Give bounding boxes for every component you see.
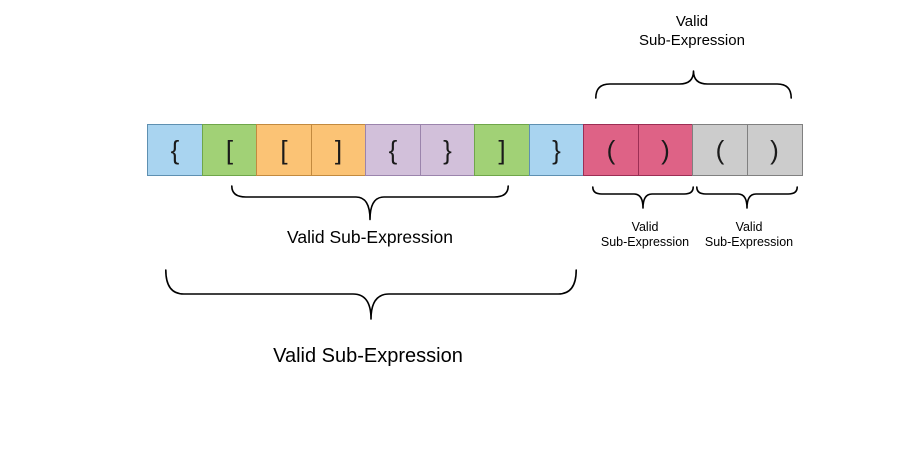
label-top-line2: Sub-Expression [639,32,745,49]
bracket-cell-purple: { [365,124,421,176]
over-brace-path [595,70,792,99]
under-brace-pink-path [592,186,694,209]
bracket-cell-green: ] [474,124,530,176]
bracket-cell-blue: { [147,124,203,176]
bracket-cell-pink: ( [583,124,639,176]
label-top-line1: Valid [675,13,709,30]
bracket-cell-green: [ [201,124,258,176]
bracket-cell-purple: } [419,124,476,176]
label-top-valid-sub-expression: Valid Sub-Expression [592,12,792,50]
label-pink-pair-valid-sub-expression: Valid Sub-Expression [575,220,715,250]
under-brace-pink-pair [592,186,694,209]
bracket-cell-gray: ) [746,124,803,176]
label-gray-pair-valid-sub-expression: Valid Sub-Expression [679,220,819,250]
label-middle-valid-sub-expression: Valid Sub-Expression [286,227,453,247]
under-brace-middle-path [231,185,509,221]
bracket-row: {[[]{}]}()() [147,124,803,176]
bracket-cell-pink: ) [637,124,694,176]
over-brace-parentheses-group [595,70,792,99]
label-gray-line1: Valid [735,220,763,234]
under-brace-bottom-path [165,269,577,320]
label-gray-line2: Sub-Expression [704,235,794,249]
bracket-cell-gray: ( [692,124,748,176]
under-brace-gray-path [696,186,798,209]
under-brace-gray-pair [696,186,798,209]
bracket-cell-orange: ] [310,124,367,176]
bracket-cell-orange: [ [256,124,312,176]
label-bottom-valid-sub-expression: Valid Sub-Expression [273,345,463,367]
label-pink-line2: Sub-Expression [600,235,690,249]
under-brace-middle [231,185,509,221]
label-pink-line1: Valid [631,220,659,234]
bracket-cell-blue: } [528,124,585,176]
under-brace-bottom [165,269,577,320]
